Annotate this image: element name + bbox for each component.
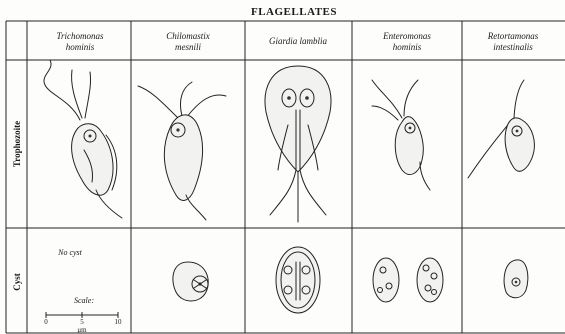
retortamonas-trophozoite-drawing	[468, 80, 534, 178]
scale-tick-0: 0	[44, 318, 48, 326]
trichomonas-trophozoite-drawing	[44, 60, 122, 218]
header-chilomastix-line2: mesnili	[175, 42, 201, 52]
scale-unit: μm	[77, 326, 87, 334]
enteromonas-cysts-drawing	[373, 258, 443, 302]
header-enteromonas-line1: Enteromonas	[382, 31, 431, 41]
chilomastix-cyst-drawing	[173, 262, 208, 301]
header-retortamonas-line1: Retortamonas	[487, 31, 539, 41]
scale-label: Scale:	[74, 296, 94, 305]
giardia-cyst-drawing	[276, 247, 320, 313]
header-trichomonas-line1: Trichomonas	[56, 31, 104, 41]
column-headers: Trichomonas hominis Chilomastix mesnili …	[56, 31, 538, 52]
header-trichomonas-line2: hominis	[66, 42, 95, 52]
figure-title: FLAGELLATES	[251, 6, 337, 18]
header-retortamonas-line2: intestinalis	[493, 42, 533, 52]
header-enteromonas-line2: hominis	[393, 42, 422, 52]
header-giardia: Giardia lamblia	[269, 36, 327, 46]
retortamonas-cyst-drawing	[504, 260, 528, 298]
row-label-trophozoite: Trophozoite	[12, 121, 22, 167]
giardia-trophozoite-drawing	[265, 66, 331, 222]
scale-tick-10: 10	[115, 318, 123, 326]
no-cyst-label: No cyst	[57, 248, 83, 257]
enteromonas-trophozoite-drawing	[372, 80, 430, 190]
row-label-cyst: Cyst	[12, 273, 22, 291]
header-chilomastix-line1: Chilomastix	[166, 31, 210, 41]
chilomastix-trophozoite-drawing	[138, 82, 226, 220]
scale-tick-5: 5	[80, 318, 84, 326]
scale-bar: Scale: 0 5 10 μm	[44, 296, 122, 334]
